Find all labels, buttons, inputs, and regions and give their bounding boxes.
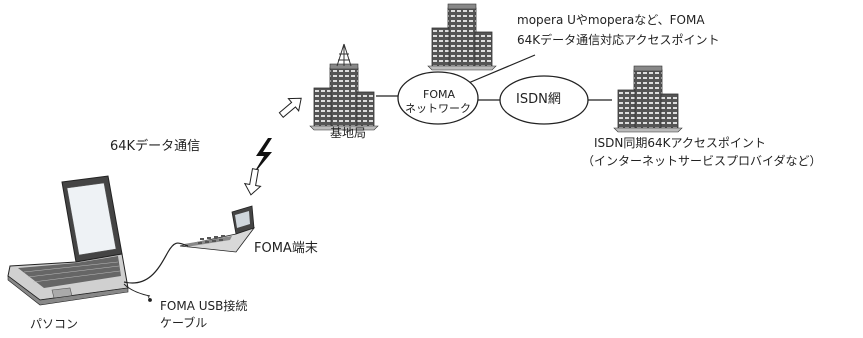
flip-phone-icon (179, 205, 256, 253)
isdn-network-ellipse (499, 75, 589, 125)
isdn-access-point-label-2: （インターネットサービスプロバイダなど） (582, 154, 822, 168)
antenna-tower-icon (336, 43, 352, 67)
pc-label: パソコン (30, 317, 79, 331)
base-station-building-icon (309, 63, 379, 131)
data-communication-label: 64Kデータ通信 (110, 139, 201, 154)
downlink-arrow-icon (243, 168, 262, 196)
foma-network-label-2: ネットワーク (405, 102, 471, 115)
isdn-network-label: ISDN網 (516, 92, 561, 107)
cable-pointer (147, 295, 152, 302)
connection-lines (376, 54, 612, 101)
mopera-access-point-label-2: 64Kデータ通信対応アクセスポイント (517, 33, 720, 47)
usb-cable-label-2: ケーブル (160, 316, 208, 330)
mopera-access-point-label-1: mopera Uやmoperaなど、FOMA (517, 13, 705, 27)
usb-cable (123, 242, 189, 284)
laptop-computer-icon (7, 175, 129, 306)
isdn-access-point-building-icon (613, 65, 683, 133)
isdn-access-point-label-1: ISDN同期64Kアクセスポイント (594, 136, 766, 150)
uplink-arrow-icon (278, 97, 302, 119)
foma-terminal-label: FOMA端末 (254, 241, 318, 256)
usb-cable-label-1: FOMA USB接続 (160, 299, 248, 313)
base-station-label: 基地局 (330, 126, 367, 140)
line-network-to-mopera (465, 54, 536, 85)
foma-network-label-1: FOMA (423, 88, 456, 101)
mopera-access-point-building-icon (427, 3, 497, 71)
foma-network-ellipse (397, 71, 479, 125)
